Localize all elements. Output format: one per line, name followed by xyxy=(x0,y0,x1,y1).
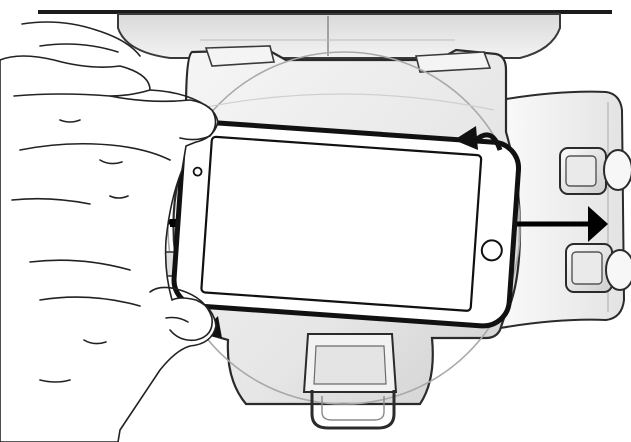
rotate-counterclockwise-arrow-icon xyxy=(454,126,503,151)
phone-home-button xyxy=(480,239,503,262)
right-lower-clamp xyxy=(565,243,631,293)
right-upper-clamp xyxy=(559,147,631,195)
smartphone xyxy=(171,119,522,329)
hand-illustration xyxy=(0,21,219,442)
bottom-tab xyxy=(302,333,398,430)
top-housing xyxy=(38,10,612,59)
phone-screen xyxy=(200,135,483,312)
phone-camera xyxy=(192,166,203,177)
